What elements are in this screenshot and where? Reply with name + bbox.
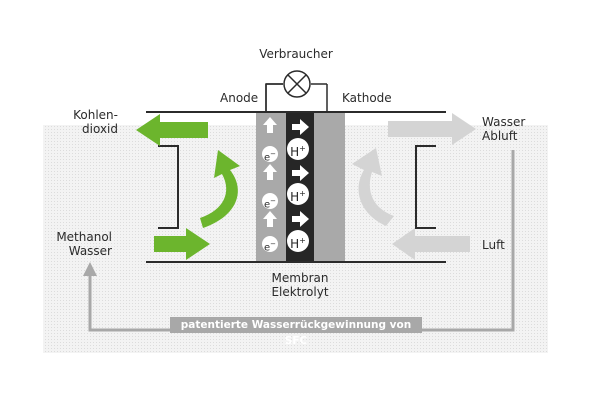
proton-charge: + [299,236,306,245]
proton-1 [287,138,309,160]
electron-symbol-3: e− [262,237,278,255]
electron-letter: e [263,152,271,164]
anode-label: Anode [220,91,259,105]
cathode-curved-arrow [352,148,394,226]
electron-letter: e [263,242,271,254]
proton-letter: H [290,237,300,251]
water-recovery-arrowhead [83,262,97,276]
electron-charge: − [270,150,277,158]
electron-letter: e [263,199,271,211]
lamp-cross-2 [287,74,307,94]
cathode-chamber-bracket [415,145,436,229]
proton-right-arrow-3 [292,211,309,227]
carbon-dioxide-label-line2: dioxid [82,122,118,136]
electron-3 [262,236,278,252]
electron-charge: − [270,240,277,248]
cathode-layer [314,113,345,261]
carbon-dioxide-label: Kohlen- dioxid [50,108,118,136]
electron-1 [262,146,278,162]
proton-column [287,119,309,252]
cathode-label: Kathode [342,91,392,105]
water-exhaust-label-line1: Wasser [482,115,526,129]
electron-2 [262,193,278,209]
proton-2 [287,183,309,205]
anode-curved-arrow [200,150,240,228]
proton-3 [287,230,309,252]
electron-symbol-1: e− [262,147,278,165]
anode-chamber-bracket [158,145,179,229]
recovery-banner-text: patentierte Wasserrückgewinnung von SFC [180,319,412,347]
consumer-wire [265,83,283,112]
methanol-water-arrow [154,228,210,260]
air-inlet-arrow [392,228,470,260]
proton-charge: + [299,144,306,153]
methanol-water-label-line2: Wasser [68,244,112,258]
membrane-label-line1: Membran [271,271,329,285]
methanol-water-label: Methanol Wasser [40,230,112,258]
proton-symbol-3: H+ [287,233,309,252]
electron-charge: − [270,197,277,205]
electron-up-arrow-2 [263,164,277,180]
consumer-label: Verbraucher [259,47,333,61]
proton-right-arrow-1 [292,119,309,135]
membrane-label: Membran Elektrolyt [250,271,350,299]
electron-column [262,117,278,252]
electron-up-arrow-3 [263,211,277,227]
electron-symbol-2: e− [262,194,278,212]
electron-up-arrow-1 [263,117,277,133]
carbon-dioxide-label-line1: Kohlen- [73,108,118,122]
water-exhaust-arrow [388,113,476,145]
water-exhaust-label-line2: Abluft [482,129,518,143]
proton-symbol-2: H+ [287,186,309,205]
membrane-label-line2: Elektrolyt [271,285,329,299]
proton-letter: H [290,190,300,204]
water-exhaust-label: Wasser Abluft [482,115,525,143]
proton-charge: + [299,189,306,198]
recovery-banner-box [170,317,422,333]
proton-right-arrow-2 [292,165,309,181]
proton-symbol-1: H+ [287,141,309,160]
proton-letter: H [290,145,300,159]
carbon-dioxide-arrow [136,114,208,146]
methanol-water-label-line1: Methanol [56,230,112,244]
air-label: Luft [482,238,505,252]
